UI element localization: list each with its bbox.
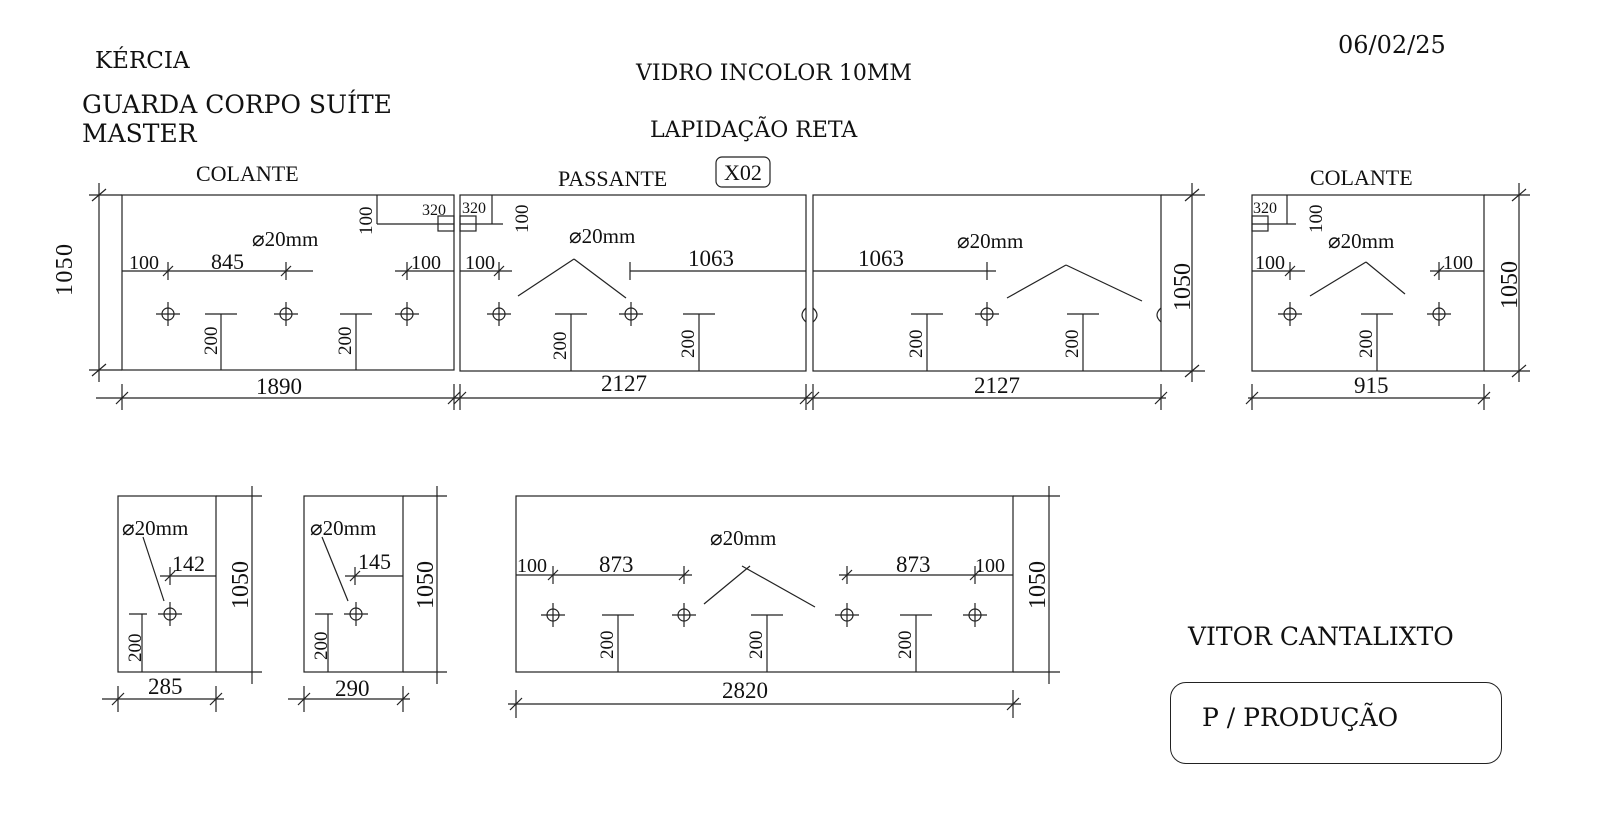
dim-p2-corner-w: 320 xyxy=(462,200,486,217)
dim-p5-low: 200 xyxy=(125,634,146,663)
quantity-label: X02 xyxy=(724,160,762,185)
dim-p7-right: 100 xyxy=(975,555,1005,577)
status-box xyxy=(1170,682,1502,764)
hole-marker xyxy=(835,603,859,627)
dim-p4-width: 915 xyxy=(1354,373,1389,398)
dim-p7-left: 100 xyxy=(517,555,547,577)
glass-panel-5: 285 1050 142 200 ⌀20mm xyxy=(102,486,262,712)
dim-p4-left: 100 xyxy=(1255,252,1285,274)
dim-p1-corner-h: 100 xyxy=(356,207,377,236)
hole-marker xyxy=(487,302,511,326)
author-name: VITOR CANTALIXTO xyxy=(1188,622,1454,651)
status-label: P / PRODUÇÃO xyxy=(1202,703,1399,732)
dim-p5-width: 285 xyxy=(148,674,183,699)
glass-panel-7: 2820 1050 100 873 873 100 200 200 200 ⌀2… xyxy=(508,486,1060,718)
dim-p1-right: 100 xyxy=(411,252,441,274)
dim-p5-hole: 142 xyxy=(172,551,205,576)
glass-panel-4: 915 1050 100 100 320 100 200 ⌀20mm xyxy=(1245,183,1530,410)
finish-spec: LAPIDAÇÃO RETA xyxy=(650,118,858,143)
glass-panel-1: 1050 1890 100 845 100 320 100 200 200 ⌀2… xyxy=(52,183,461,410)
project-title-line2: MASTER xyxy=(82,119,197,148)
hole-note-p4: ⌀20mm xyxy=(1328,229,1394,253)
dim-p2-left: 100 xyxy=(465,252,495,274)
hole-marker xyxy=(541,603,565,627)
hole-marker xyxy=(158,602,182,626)
drawing-date: 06/02/25 xyxy=(1338,31,1446,59)
dim-p4-right: 100 xyxy=(1443,252,1473,274)
dim-p1-left: 100 xyxy=(129,252,159,274)
hole-note-p7: ⌀20mm xyxy=(710,526,776,550)
hole-marker xyxy=(963,603,987,627)
hole-note-p3: ⌀20mm xyxy=(957,229,1023,253)
dim-p6-height: 1050 xyxy=(413,561,439,609)
hole-marker xyxy=(395,302,419,326)
glass-panel-3: 2127 1050 1063 200 200 ⌀20mm xyxy=(806,183,1205,410)
dim-p3-span: 1063 xyxy=(858,246,904,271)
dim-p7-height: 1050 xyxy=(1025,561,1051,609)
dim-p4-low: 200 xyxy=(1356,330,1377,359)
dim-p2-corner-h: 100 xyxy=(512,205,533,234)
dim-p3-width: 2127 xyxy=(974,373,1020,398)
dim-p1-low-b: 200 xyxy=(335,327,356,356)
glass-panel-6: 290 1050 145 200 ⌀20mm xyxy=(288,486,447,712)
dim-p1-corner-w: 320 xyxy=(422,202,446,219)
dim-p2-span: 1063 xyxy=(688,246,734,271)
hole-marker xyxy=(274,302,298,326)
dim-p3-height: 1050 xyxy=(1170,263,1196,311)
hole-marker xyxy=(156,302,180,326)
hole-marker xyxy=(619,302,643,326)
hole-note-p2: ⌀20mm xyxy=(569,224,635,248)
dim-p6-hole: 145 xyxy=(358,549,391,574)
panel-label-passante: PASSANTE xyxy=(558,166,667,191)
client-name: KÉRCIA xyxy=(95,48,190,74)
quantity-box xyxy=(715,156,771,188)
dim-p7-low-b: 200 xyxy=(746,631,767,660)
hole-marker xyxy=(1278,302,1302,326)
dim-p4-corner-h: 100 xyxy=(1306,205,1327,234)
dim-p3-low-a: 200 xyxy=(906,330,927,359)
dim-p1-low-a: 200 xyxy=(201,327,222,356)
hole-marker xyxy=(1427,302,1451,326)
dim-p2-low-a: 200 xyxy=(550,332,571,361)
dim-p5-height: 1050 xyxy=(228,561,254,609)
dim-p4-height: 1050 xyxy=(1497,261,1523,309)
dim-p7-span-b: 873 xyxy=(896,552,931,577)
panel-label-colante-right: COLANTE xyxy=(1310,165,1413,190)
dim-p7-span-a: 873 xyxy=(599,552,634,577)
dim-p2-width: 2127 xyxy=(601,371,647,396)
hole-note-p5: ⌀20mm xyxy=(122,516,188,540)
glass-panel-2: 2127 100 1063 320 100 200 200 ⌀20mm xyxy=(453,194,813,410)
dim-p1-height: 1050 xyxy=(52,244,78,296)
dim-p6-width: 290 xyxy=(335,676,370,701)
dim-p1-span: 845 xyxy=(211,249,244,274)
dim-p1-width: 1890 xyxy=(256,374,302,399)
panel-label-colante-left: COLANTE xyxy=(196,161,299,186)
dim-p7-low-c: 200 xyxy=(895,631,916,660)
dim-p6-low: 200 xyxy=(311,632,332,661)
dim-p2-low-b: 200 xyxy=(678,330,699,359)
hole-note-p6: ⌀20mm xyxy=(310,516,376,540)
project-title-line1: GUARDA CORPO SUÍTE xyxy=(82,90,392,119)
dim-p7-width: 2820 xyxy=(722,678,768,703)
hole-note-p1: ⌀20mm xyxy=(252,227,318,251)
hole-marker xyxy=(344,602,368,626)
material-spec: VIDRO INCOLOR 10MM xyxy=(636,61,912,86)
hole-marker xyxy=(672,603,696,627)
hole-marker xyxy=(975,302,999,326)
dim-p3-low-b: 200 xyxy=(1062,330,1083,359)
dim-p7-low-a: 200 xyxy=(597,631,618,660)
dim-p4-corner-w: 320 xyxy=(1253,200,1277,217)
